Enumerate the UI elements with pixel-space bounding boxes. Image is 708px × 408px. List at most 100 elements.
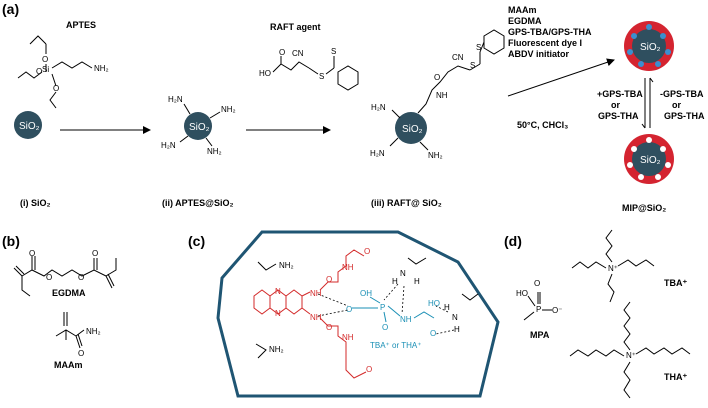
panel-d-label: (d) <box>504 233 522 249</box>
svg-text:NH: NH <box>310 313 322 322</box>
svg-text:S: S <box>331 47 336 56</box>
hydrogen-bonds <box>317 283 455 335</box>
svg-text:P: P <box>536 305 541 314</box>
svg-text:NH: NH <box>342 333 354 342</box>
svg-text:Fluorescent dye I: Fluorescent dye I <box>508 38 582 48</box>
svg-text:NH: NH <box>436 91 448 100</box>
svg-text:S: S <box>319 72 324 81</box>
svg-text:O: O <box>382 323 388 332</box>
svg-text:N: N <box>275 309 281 318</box>
panel-c-label: (c) <box>188 233 205 249</box>
svg-text:P: P <box>380 303 385 312</box>
svg-text:O: O <box>78 349 84 358</box>
svg-text:NH: NH <box>342 263 354 272</box>
svg-text:H: H <box>454 325 460 334</box>
svg-text:NH₂: NH₂ <box>428 151 443 160</box>
svg-text:or: or <box>611 100 620 110</box>
svg-text:HO: HO <box>428 299 440 308</box>
svg-text:S: S <box>476 43 481 52</box>
cavity-maam-4: H N H <box>444 293 479 334</box>
svg-text:O: O <box>53 84 59 93</box>
svg-text:ABDV initiator: ABDV initiator <box>508 49 569 59</box>
svg-text:SiO₂: SiO₂ <box>402 124 423 135</box>
svg-text:O: O <box>42 55 48 64</box>
caption-mip: MIP@SiO₂ <box>622 203 666 213</box>
svg-text:or: or <box>672 100 681 110</box>
svg-text:N⁺: N⁺ <box>626 351 636 360</box>
svg-text:HO: HO <box>259 69 271 78</box>
caption-i: (i) SiO₂ <box>20 198 51 208</box>
raft-sio2-particle: SiO₂ H₂N H₂N NH₂ NH O CN S S <box>370 29 505 160</box>
svg-text:CN: CN <box>292 49 304 58</box>
svg-text:H₂N: H₂N <box>161 141 176 150</box>
imprinted-cavity-outline <box>216 230 500 398</box>
svg-text:O: O <box>366 365 372 374</box>
svg-text:NH: NH <box>310 289 322 298</box>
svg-text:SiO₂: SiO₂ <box>640 42 661 53</box>
svg-text:N⁺: N⁺ <box>608 264 618 273</box>
svg-text:CN: CN <box>452 53 464 62</box>
svg-text:O: O <box>92 249 98 258</box>
svg-text:H₂N: H₂N <box>370 149 385 158</box>
svg-text:N: N <box>452 313 458 322</box>
aptes-structure: APTES Si O O O NH₂ <box>17 20 109 109</box>
svg-text:O: O <box>534 279 540 288</box>
svg-text:O: O <box>78 273 84 282</box>
svg-text:GPS-THA: GPS-THA <box>664 111 705 121</box>
tba-structure: N⁺ TBA⁺ <box>571 229 687 303</box>
mpa-structure: HO O P O⁻ MPA <box>516 279 562 340</box>
svg-text:SiO₂: SiO₂ <box>19 121 40 132</box>
svg-text:O: O <box>279 48 285 57</box>
cavity-maam-1: NH₂ <box>257 261 294 271</box>
svg-text:H: H <box>444 303 450 312</box>
maam-structure: NH₂ O MAAm <box>54 312 101 370</box>
cavity-maam-2: NH₂ <box>255 343 284 359</box>
panel-a-label: (a) <box>2 1 19 17</box>
raft-agent-structure: RAFT agent HO O CN S S <box>259 22 359 91</box>
svg-text:NH₂: NH₂ <box>94 64 109 73</box>
tha-label: THA⁺ <box>664 372 687 382</box>
egdma-label: EGDMA <box>52 288 86 298</box>
aptes-label: APTES <box>66 20 96 30</box>
panel-b-label: (b) <box>2 233 20 249</box>
mip-particle-empty: SiO₂ <box>624 134 674 184</box>
caption-iii: (iii) RAFT@ SiO₂ <box>371 198 442 208</box>
svg-text:O: O <box>29 249 35 258</box>
svg-text:EGDMA: EGDMA <box>508 16 542 26</box>
svg-text:H₂N: H₂N <box>168 95 183 104</box>
mip-particle-bound: SiO₂ <box>624 21 674 71</box>
svg-text:SiO₂: SiO₂ <box>189 122 210 133</box>
svg-text:NH₂: NH₂ <box>86 327 101 336</box>
svg-text:H: H <box>392 277 398 286</box>
tha-structure: N⁺ THA⁺ <box>569 301 691 399</box>
polymerization-conditions: MAAm EGDMA GPS-TBA/GPS-THA Fluorescent d… <box>507 5 615 130</box>
svg-text:O: O <box>364 247 370 256</box>
sio2-particle-i: SiO₂ <box>14 111 42 139</box>
svg-text:SiO₂: SiO₂ <box>640 155 661 166</box>
ion-label: TBA⁺ or THA⁺ <box>370 341 421 350</box>
svg-text:GPS-THA: GPS-THA <box>598 111 639 121</box>
svg-text:O: O <box>430 329 436 338</box>
raft-label: RAFT agent <box>270 22 321 32</box>
template-glyphosate: OH O P O NH HO O TBA⁺ or THA⁺ <box>346 289 440 350</box>
svg-text:O: O <box>326 323 332 332</box>
svg-text:Si: Si <box>42 65 49 74</box>
svg-text:H₂N: H₂N <box>371 103 386 112</box>
svg-text:MAAm: MAAm <box>508 5 537 15</box>
caption-ii: (ii) APTES@SiO₂ <box>162 198 233 208</box>
svg-text:HO: HO <box>516 289 528 298</box>
svg-text:50°C, CHCl₃: 50°C, CHCl₃ <box>517 120 568 130</box>
svg-text:+GPS-TBA: +GPS-TBA <box>597 89 643 99</box>
svg-text:O: O <box>326 275 332 284</box>
svg-text:O: O <box>46 273 52 282</box>
aptes-sio2-particle: SiO₂ H₂N NH₂ H₂N NH₂ <box>161 95 236 156</box>
svg-text:O: O <box>36 67 42 76</box>
svg-text:N: N <box>275 287 281 296</box>
svg-text:H: H <box>414 277 420 286</box>
mpa-label: MPA <box>530 330 550 340</box>
svg-text:O⁻: O⁻ <box>552 306 562 315</box>
svg-text:GPS-TBA/GPS-THA: GPS-TBA/GPS-THA <box>508 27 592 37</box>
tba-label: TBA⁺ <box>664 278 687 288</box>
maam-label: MAAm <box>54 360 83 370</box>
cavity-maam-3: H N H <box>392 257 427 286</box>
